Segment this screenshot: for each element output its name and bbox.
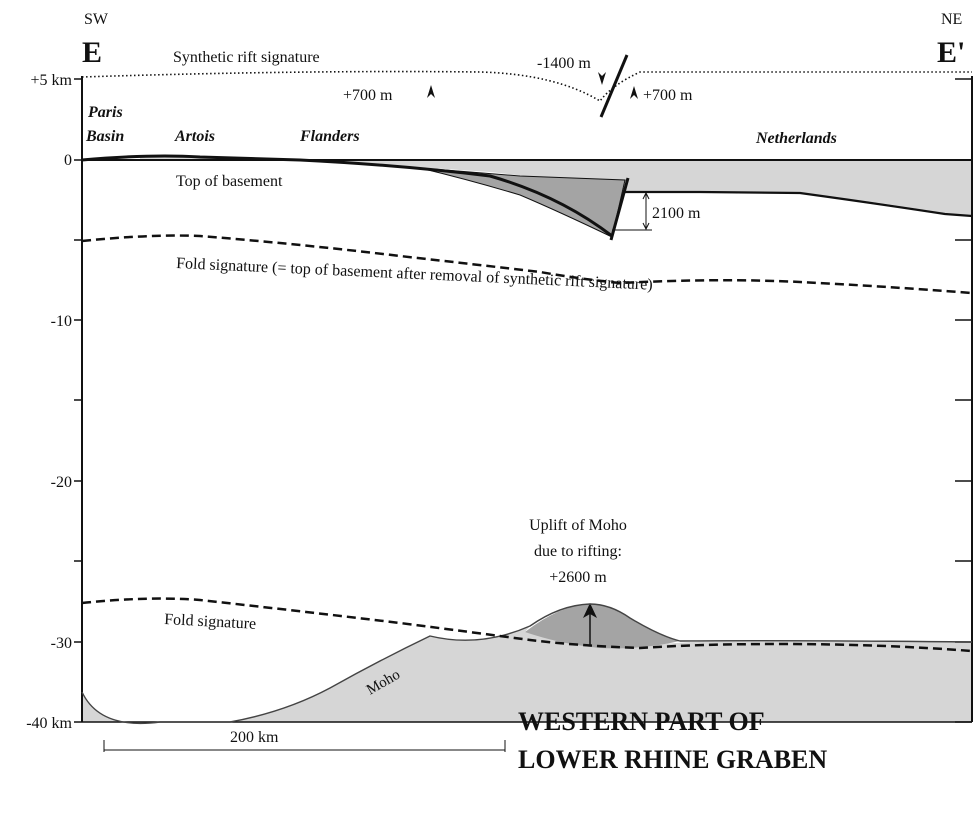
- sw-label: SW: [84, 11, 109, 28]
- y-label-minus40: -40 km: [26, 715, 72, 732]
- fold-signature-upper-label: Fold signature (= top of basement after …: [176, 255, 653, 294]
- fold-signature-lower-label: Fold signature: [164, 611, 257, 633]
- section-start-label: E: [82, 36, 102, 69]
- region-artois: Artois: [174, 128, 215, 145]
- uplift-label-2: due to rifting:: [534, 543, 622, 560]
- scale-bar: [103, 740, 506, 752]
- uplift-arrow-right-icon: [630, 86, 638, 99]
- synthetic-rift-label: Synthetic rift signature: [173, 49, 320, 66]
- subsidence-arrow-icon: [598, 72, 606, 85]
- offset-2100-dimension: [612, 191, 652, 231]
- scale-bar-label: 200 km: [230, 729, 279, 746]
- y-label-minus20: -20: [51, 474, 72, 491]
- y-label-minus30: -30: [51, 635, 72, 652]
- synthetic-rift-line: [81, 70, 972, 103]
- minus-1400-label: -1400 m: [537, 55, 591, 72]
- y-label-plus5: +5 km: [31, 72, 73, 89]
- uplift-arrow-left-icon: [427, 85, 435, 98]
- plus-700-right-label: +700 m: [643, 87, 693, 104]
- section-end-label: E': [937, 36, 965, 69]
- basement-east-line: [625, 190, 973, 218]
- top-basement-label: Top of basement: [176, 173, 283, 190]
- ne-label: NE: [941, 11, 962, 28]
- y-label-minus10: -10: [51, 313, 72, 330]
- mantle-fill: [82, 626, 972, 724]
- title-line-1: WESTERN PART OF: [518, 707, 765, 736]
- uplift-label-3: +2600 m: [549, 569, 607, 586]
- region-flanders: Flanders: [299, 128, 360, 145]
- fold-signature-lower-line: [81, 597, 973, 653]
- y-ticks-left: [74, 78, 82, 723]
- y-label-0: 0: [64, 152, 72, 169]
- uplift-label-1: Uplift of Moho: [529, 517, 627, 534]
- region-paris-2: Basin: [85, 128, 124, 145]
- region-paris-1: Paris: [87, 104, 123, 121]
- half-graben-fill: [419, 167, 626, 238]
- sediment-fill: [140, 157, 972, 216]
- top-basement-line: [81, 154, 613, 238]
- offset-2100-label: 2100 m: [652, 205, 701, 222]
- moho-uplift-fill: [525, 604, 680, 649]
- region-netherlands: Netherlands: [755, 130, 837, 147]
- moho-line: [81, 603, 973, 725]
- upper-fault-line: [599, 54, 629, 118]
- plus-700-left-label: +700 m: [343, 87, 393, 104]
- uplift-arrow-head-icon: [583, 603, 597, 618]
- title-line-2: LOWER RHINE GRABEN: [518, 745, 827, 774]
